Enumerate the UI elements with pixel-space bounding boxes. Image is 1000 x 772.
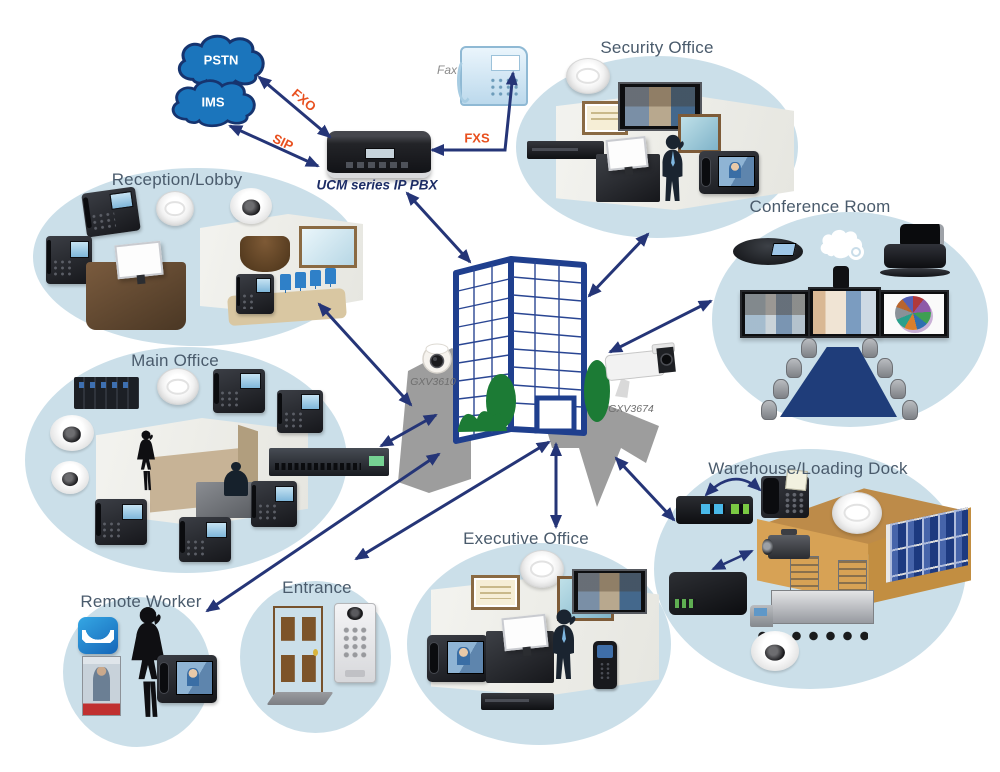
label-fxo: FXO xyxy=(288,85,320,115)
pie-chart-screen xyxy=(879,290,949,338)
wifi-ap-icon xyxy=(157,368,199,405)
label-fax: Fax xyxy=(436,63,458,77)
video-wall-screen-left xyxy=(740,290,810,338)
label-entrance: Entrance xyxy=(282,578,352,597)
entry-door xyxy=(273,606,323,695)
security-desk-monitor xyxy=(605,135,649,172)
ptz-camera-icon xyxy=(878,224,954,278)
headquarters-building xyxy=(453,256,610,444)
framed-certificate xyxy=(471,575,520,610)
dome-camera-icon xyxy=(51,461,89,494)
label-warehouse: Warehouse/Loading Dock xyxy=(708,459,908,478)
chair-icon xyxy=(890,379,906,399)
label-reception-lobby: Reception/Lobby xyxy=(111,170,243,189)
link-building-reception xyxy=(317,302,413,407)
ip-phone-icon xyxy=(213,369,265,413)
tree-icon xyxy=(486,374,516,428)
nvr-icon xyxy=(527,141,604,159)
reception-monitor xyxy=(114,240,164,280)
video-phone-icon xyxy=(157,655,217,703)
label-ucm-pbx: UCM series IP PBX xyxy=(316,177,438,193)
ip-phone-icon xyxy=(179,517,231,562)
door-mat xyxy=(266,692,334,705)
shrub-icon xyxy=(458,411,507,432)
security-guard-silhouette xyxy=(653,130,691,232)
chair-icon xyxy=(902,400,918,420)
link-pbx-building xyxy=(405,191,472,264)
link-pbx-pstn xyxy=(257,75,332,139)
label-sip: SIP xyxy=(270,130,296,154)
chair-icon xyxy=(773,379,789,399)
label-security-office: Security Office xyxy=(600,38,714,57)
lobby-chairs xyxy=(280,268,342,300)
fax-machine-icon xyxy=(456,46,528,106)
chair-icon xyxy=(786,358,802,378)
label-gxv3610: GXV3610 xyxy=(410,376,456,388)
ip-phone-icon xyxy=(236,274,274,314)
office-worker-silhouette xyxy=(131,430,161,494)
box-camera-icon xyxy=(762,528,810,559)
analog-phone-icon xyxy=(761,469,809,518)
ucm-ip-pbx-device xyxy=(327,131,431,178)
surveillance-monitor xyxy=(618,82,702,131)
ip-phone-icon xyxy=(251,481,297,527)
network-switch-icon xyxy=(269,448,389,476)
mobile-softphone-screen xyxy=(82,656,121,716)
attendant-console-phone-icon xyxy=(81,186,141,238)
ip-phone-icon xyxy=(95,499,147,545)
tabletop-camera-icon xyxy=(833,266,849,288)
video-phone-icon xyxy=(699,151,759,194)
wifi-ap-icon xyxy=(832,492,882,534)
link-building-conference xyxy=(608,299,713,354)
ip-phone-icon xyxy=(277,390,323,433)
dome-camera-icon xyxy=(230,188,272,224)
ground-shadow-right xyxy=(546,402,659,507)
chair-icon xyxy=(877,358,893,378)
softphone-app-icon xyxy=(78,617,118,654)
dome-camera-icon xyxy=(50,415,94,451)
gxv3610-dome-camera-icon xyxy=(422,343,452,374)
voip-gateway-icon xyxy=(676,496,753,524)
conference-speakerphone-icon xyxy=(733,238,803,265)
chair-icon xyxy=(862,338,878,358)
wifi-ap-icon xyxy=(156,191,194,226)
executive-desk-monitor xyxy=(501,613,549,652)
dect-handset-icon xyxy=(593,641,617,689)
link-building-warehouse xyxy=(614,456,676,522)
chair-icon xyxy=(801,338,817,358)
equipment-rack-icon xyxy=(74,377,139,409)
label-main-office: Main Office xyxy=(131,351,219,370)
analog-telephone-adapter-icon xyxy=(669,572,747,615)
ip-phone-icon xyxy=(46,236,92,284)
lobby-counter xyxy=(240,236,290,272)
label-gxv3674: GXV3674 xyxy=(608,403,654,415)
seated-worker-silhouette xyxy=(224,461,248,496)
label-fxs: FXS xyxy=(464,130,490,146)
video-phone-icon xyxy=(427,635,488,682)
label-pstn: PSTN xyxy=(203,52,239,68)
link-building-security xyxy=(587,232,650,298)
link-building-main-office xyxy=(379,413,438,448)
label-conference-room: Conference Room xyxy=(749,197,891,216)
video-wall-screen-center xyxy=(808,287,881,338)
video-door-intercom-icon xyxy=(334,603,376,683)
label-ims: IMS xyxy=(201,94,225,110)
ground-shadow-left xyxy=(398,348,471,493)
dome-camera-icon xyxy=(751,631,799,671)
tree-icon xyxy=(584,360,610,422)
label-remote-worker: Remote Worker xyxy=(80,592,202,611)
delivery-truck xyxy=(750,584,874,642)
wifi-ap-icon xyxy=(566,58,610,94)
gxv3674-bullet-camera-icon xyxy=(604,342,676,398)
chair-icon xyxy=(761,400,777,420)
building-entrance xyxy=(534,395,577,434)
media-recorder-icon xyxy=(481,693,554,710)
label-executive-office: Executive Office xyxy=(463,529,589,548)
wall-mirror xyxy=(299,226,357,268)
surveillance-monitor xyxy=(572,569,647,614)
